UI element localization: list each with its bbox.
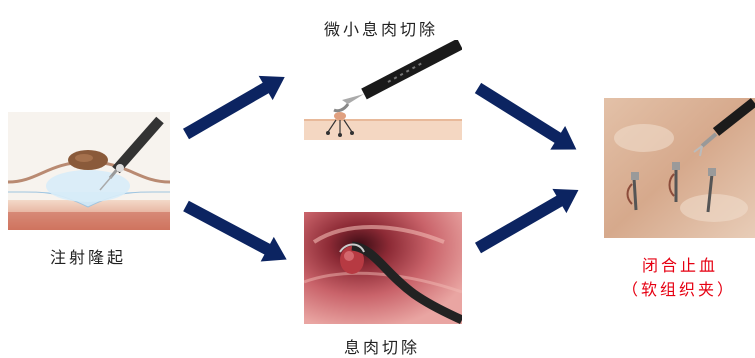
injection-lift-label: 注射隆起	[50, 244, 126, 268]
hemostatic-clip-image	[604, 98, 755, 238]
polypectomy-image	[304, 212, 462, 324]
micro-polypectomy-label: 微小息肉切除	[324, 16, 438, 40]
arrow-micro-to-closure	[471, 76, 584, 161]
arrow-injection-to-polypectomy	[179, 194, 293, 272]
closure-hemostasis-label: 闭合止血	[642, 252, 718, 276]
arrow-injection-to-micro	[179, 65, 292, 146]
injection-lift-image	[8, 112, 170, 230]
soft-tissue-clip-label: （软组织夹）	[622, 276, 736, 300]
polypectomy-label: 息肉切除	[344, 334, 420, 358]
arrow-polypectomy-to-closure	[471, 178, 585, 260]
micro-polypectomy-image	[304, 40, 462, 140]
